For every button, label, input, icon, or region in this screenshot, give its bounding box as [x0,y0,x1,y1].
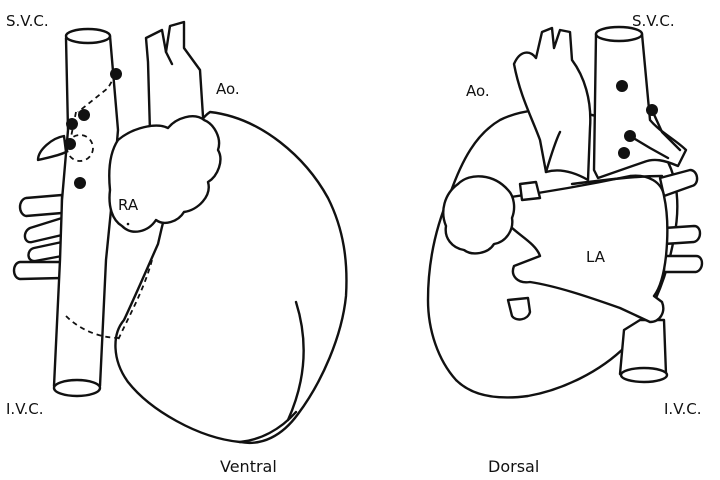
la-label: LA [586,248,606,266]
dorsal-view: S.V.C. Ao. LA I.V.C. Dorsal [428,12,702,476]
ventral-ivc-label: I.V.C. [6,400,44,418]
dorsal-ivc-label: I.V.C. [664,400,702,418]
dorsal-caption: Dorsal [488,457,539,476]
dorsal-ao-label: Ao. [466,82,490,100]
ra-label: RA [118,196,139,214]
dorsal-svc-label: S.V.C. [632,12,675,30]
right-pulmonary-veins [14,195,62,279]
ventral-view: S.V.C. Ao. RA I.V.C. Ventral [6,12,346,476]
dorsal-svc [594,30,686,179]
ventral-caption: Ventral [220,457,277,476]
ventral-svc-label: S.V.C. [6,12,49,30]
ventral-ao-label: Ao. [216,80,240,98]
